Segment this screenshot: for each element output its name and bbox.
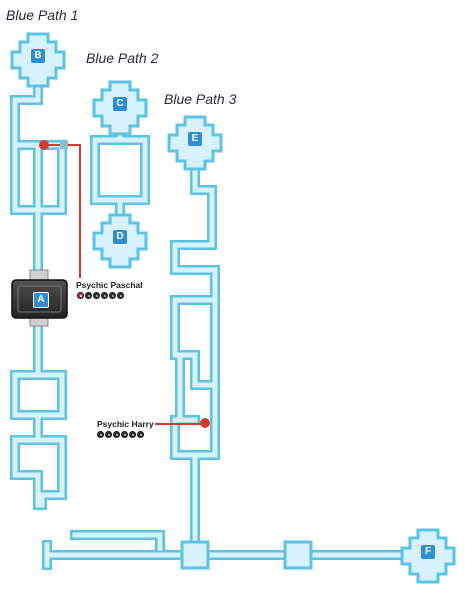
pokeball-icon — [77, 292, 84, 299]
pokeball-icon — [93, 292, 100, 299]
pokeball-icon — [121, 431, 128, 438]
pokeball-icon — [97, 431, 104, 438]
marker-paschal — [39, 140, 49, 150]
title-blue-path-1: Blue Path 1 — [6, 7, 79, 23]
pokeball-icon — [101, 292, 108, 299]
trainer-harry-team — [97, 431, 144, 438]
line-paschal — [44, 144, 81, 278]
trainer-paschal-name: Psychic Paschal — [76, 280, 143, 290]
pokeball-icon — [137, 431, 144, 438]
junction-2 — [283, 540, 313, 570]
node-b: B — [31, 49, 45, 63]
node-f: F — [421, 545, 435, 559]
trainer-paschal-team — [77, 292, 124, 299]
pokeball-icon — [85, 292, 92, 299]
marker-harry — [200, 418, 210, 428]
node-d: D — [113, 230, 127, 244]
pokeball-icon — [105, 431, 112, 438]
junction-1 — [180, 540, 210, 570]
trainer-lines — [44, 144, 205, 425]
node-e: E — [188, 132, 202, 146]
pokeball-icon — [129, 431, 136, 438]
pokeball-icon — [113, 431, 120, 438]
trainer-harry-name: Psychic Harry — [97, 419, 154, 429]
pokeball-icon — [117, 292, 124, 299]
node-a: A — [33, 292, 49, 308]
rooms — [10, 32, 456, 584]
corridor-fills — [12, 57, 433, 568]
pokeball-icon — [109, 292, 116, 299]
title-blue-path-3: Blue Path 3 — [164, 91, 237, 107]
title-blue-path-2: Blue Path 2 — [86, 50, 159, 66]
node-c: C — [113, 97, 127, 111]
